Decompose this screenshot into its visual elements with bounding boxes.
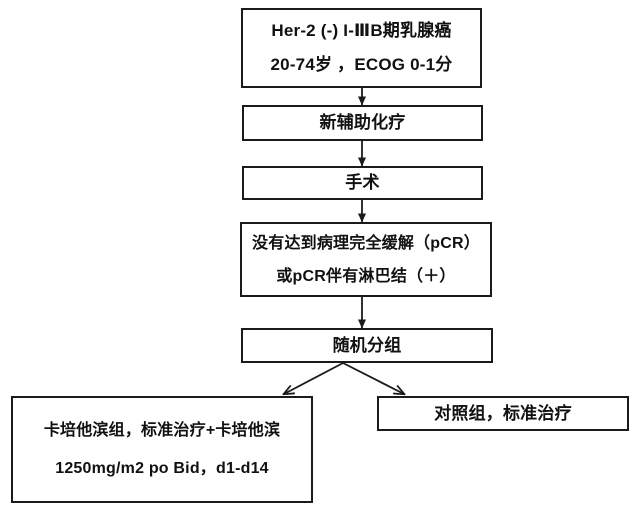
node-randomization: 随机分组	[241, 328, 493, 363]
randomization-label: 随机分组	[332, 335, 402, 355]
capecitabine-arm-line-1: 卡培他滨组，标准治疗+卡培他滨	[43, 421, 281, 439]
node-capecitabine-arm: 卡培他滨组，标准治疗+卡培他滨 1250mg/m2 po Bid，d1-d14	[11, 396, 313, 503]
node-pcr-criteria: 没有达到病理完全缓解（pCR） 或pCR伴有淋巴结（＋）	[240, 222, 492, 297]
arrow-randomization-to-capecitabine-arm	[284, 362, 344, 394]
surgery-label: 手术	[345, 173, 380, 192]
node-surgery: 手术	[242, 166, 483, 200]
node-eligibility-criteria: Her-2 (-) I-ⅢB期乳腺癌 20-74岁 ，ECOG 0-1分	[241, 8, 482, 88]
eligibility-line-2: 20-74岁 ，ECOG 0-1分	[270, 55, 453, 74]
capecitabine-arm-line-2: 1250mg/m2 po Bid，d1-d14	[55, 459, 269, 477]
pcr-line-1: 没有达到病理完全缓解（pCR）	[252, 234, 480, 252]
eligibility-line-1: Her-2 (-) I-ⅢB期乳腺癌	[271, 21, 452, 40]
pcr-line-2: 或pCR伴有淋巴结（＋）	[276, 267, 456, 285]
node-neoadjuvant-chemotherapy: 新辅助化疗	[242, 105, 483, 141]
node-control-arm: 对照组，标准治疗	[377, 396, 629, 431]
control-arm-label: 对照组，标准治疗	[434, 403, 572, 423]
arrow-randomization-to-control-arm	[342, 362, 404, 394]
neoadjuvant-label: 新辅助化疗	[319, 113, 406, 132]
